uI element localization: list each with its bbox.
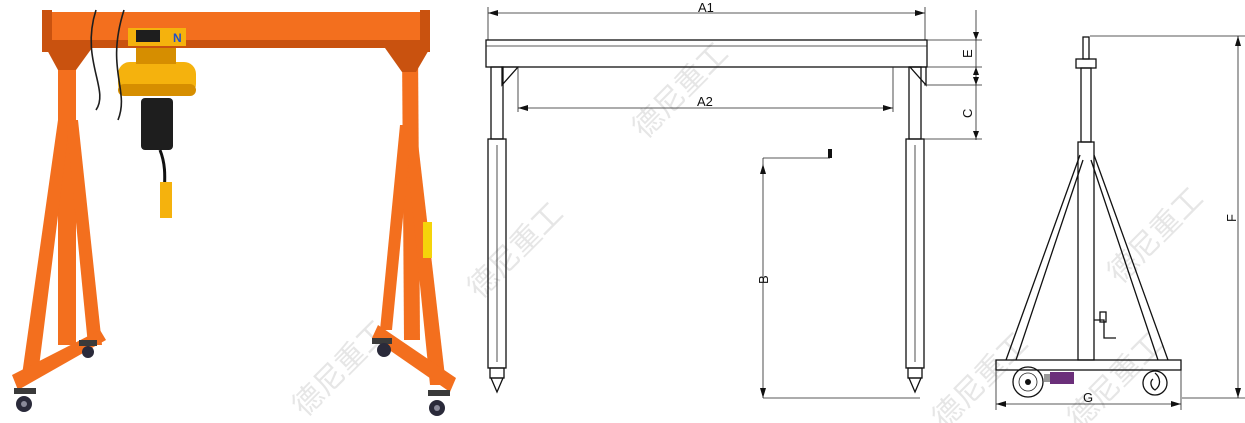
hoist-brand: N: [173, 31, 182, 45]
front-left-upper-column: [490, 66, 504, 140]
right-bracket: [385, 48, 430, 72]
watermark-text: 德尼重工: [1101, 181, 1211, 291]
side-view-drawing: F G: [995, 35, 1245, 410]
left-bracket: [46, 48, 92, 70]
side-lower-post: [1077, 141, 1095, 361]
hoist-trolley-plate: [136, 30, 160, 42]
crane-hook-icon: [1142, 370, 1168, 396]
caster-wheel-icon: [79, 340, 97, 358]
left-column: [58, 48, 76, 345]
beam-end-plate-right: [420, 10, 430, 52]
side-base-beam: [995, 359, 1182, 371]
dimension-label-g: G: [1083, 390, 1093, 405]
warning-label: [423, 222, 432, 258]
left-leg-inner: [66, 120, 102, 345]
hoist-motor-shade: [118, 84, 196, 96]
electric-hoist: N: [90, 9, 196, 218]
caster-wheel-icon: [1012, 366, 1044, 398]
power-cable: [90, 9, 101, 111]
side-upper-post: [1080, 67, 1092, 143]
side-drive-motor: [1050, 372, 1074, 384]
top-beam-shadow: [46, 40, 426, 48]
dimension-label-e: E: [960, 49, 975, 58]
front-view-drawing: A1 A2 E C: [485, 0, 982, 399]
watermark-text: 德尼重工: [461, 196, 571, 306]
beam-end-plate-left: [42, 10, 52, 52]
dimension-label-f: F: [1224, 214, 1239, 222]
dimension-label-a2: A2: [697, 94, 713, 109]
watermark-text: 德尼重工: [926, 326, 1036, 423]
dimension-label-c: C: [960, 109, 975, 118]
pendant-control: [160, 182, 172, 218]
gantry-crane-photo: N: [12, 9, 456, 416]
right-base-beam: [372, 325, 456, 392]
right-leg-inner: [380, 125, 412, 330]
hook-block: [141, 98, 173, 150]
caster-wheel-icon: [428, 390, 450, 416]
front-beam: [485, 39, 928, 68]
dimension-label-a1: A1: [698, 0, 714, 15]
hoist-gearbox: [136, 48, 176, 64]
watermark-text: 德尼重工: [626, 36, 736, 146]
left-leg-outer: [22, 120, 70, 375]
dimension-label-b: B: [756, 275, 771, 284]
power-cable: [115, 9, 125, 121]
caster-wheel-icon: [372, 338, 392, 357]
watermark-text: 德尼重工: [1061, 326, 1171, 423]
caster-wheel-icon: [14, 388, 36, 412]
